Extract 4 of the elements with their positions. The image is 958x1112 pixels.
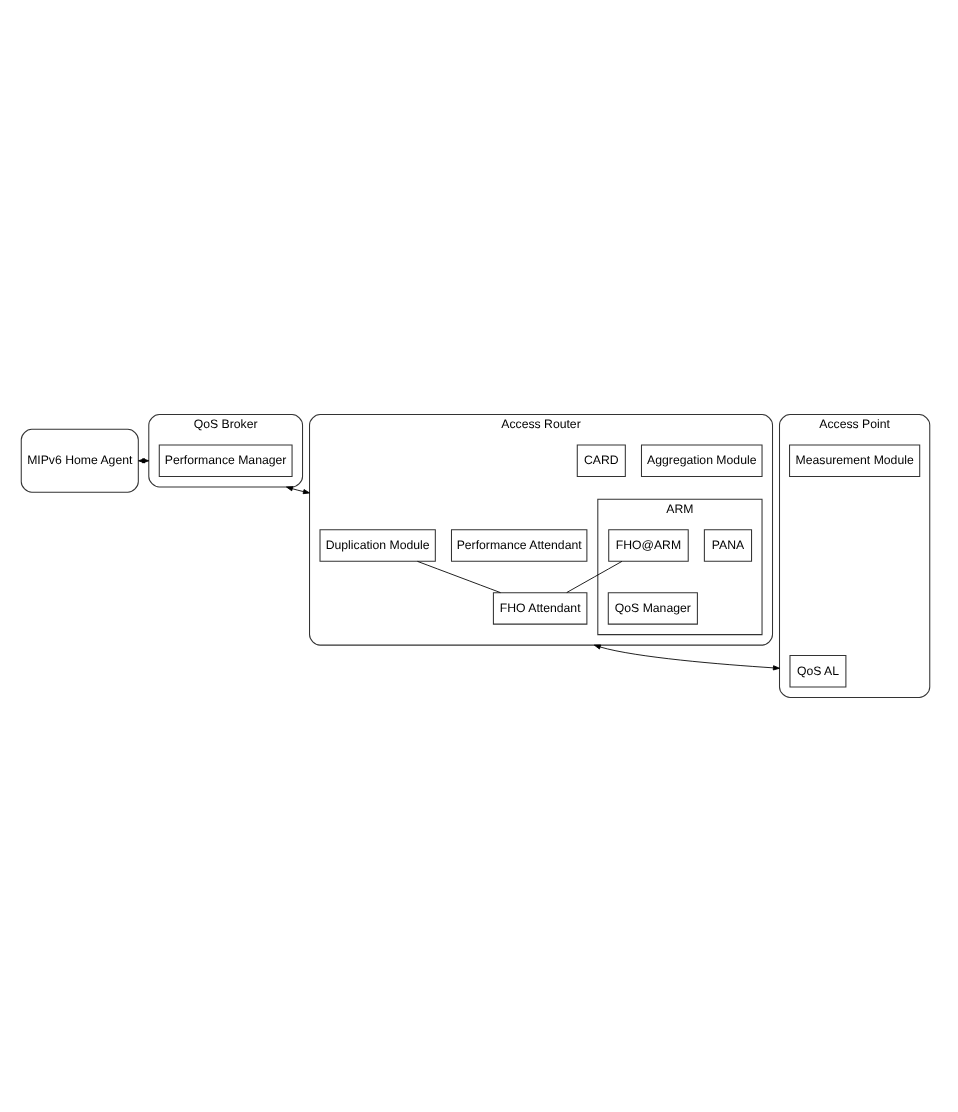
arrow (286, 486, 310, 495)
arrow (593, 644, 780, 671)
connector (416, 560, 501, 594)
connector (566, 560, 623, 593)
